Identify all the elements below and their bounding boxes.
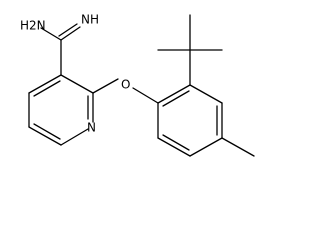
bond-benzene-c1-c2-inner (162, 90, 190, 107)
bond-benzene-c2-c3 (189, 84, 223, 104)
bond-amidine-c-nh-1 (60, 26, 81, 41)
bond-ring-c3-c2 (60, 74, 94, 94)
atom-label-imine: NH (81, 13, 99, 27)
bond-benzene-c4-c5 (189, 137, 223, 157)
atom-label-ether-oxygen: O (121, 78, 130, 92)
bond-benzene-c5-c6 (157, 137, 191, 157)
bond-ring-c6-c5-inner (33, 123, 61, 140)
bond-ring-n-c6 (60, 128, 89, 146)
bond-amidine-c-nh2 (40, 27, 62, 41)
bond-ring-c4-c3 (28, 74, 62, 94)
bond-amidine-c-nh-2 (58, 23, 78, 37)
bond-ring-c4-c3-inner (33, 80, 61, 97)
chemical-structure: H2N NH O N (20, 13, 255, 157)
atom-label-pyridine-nitrogen: N (87, 121, 96, 135)
bond-oxygen-aryl (132, 87, 159, 104)
atom-label-amine: H2N (20, 19, 46, 33)
bond-c2-oxygen (92, 78, 119, 94)
bond-benzene-c1-c2 (157, 84, 191, 104)
bond-ring-c6-c5 (28, 126, 62, 146)
bond-benzene-c5-c6-inner (162, 134, 190, 151)
bond-methyl (221, 137, 255, 157)
